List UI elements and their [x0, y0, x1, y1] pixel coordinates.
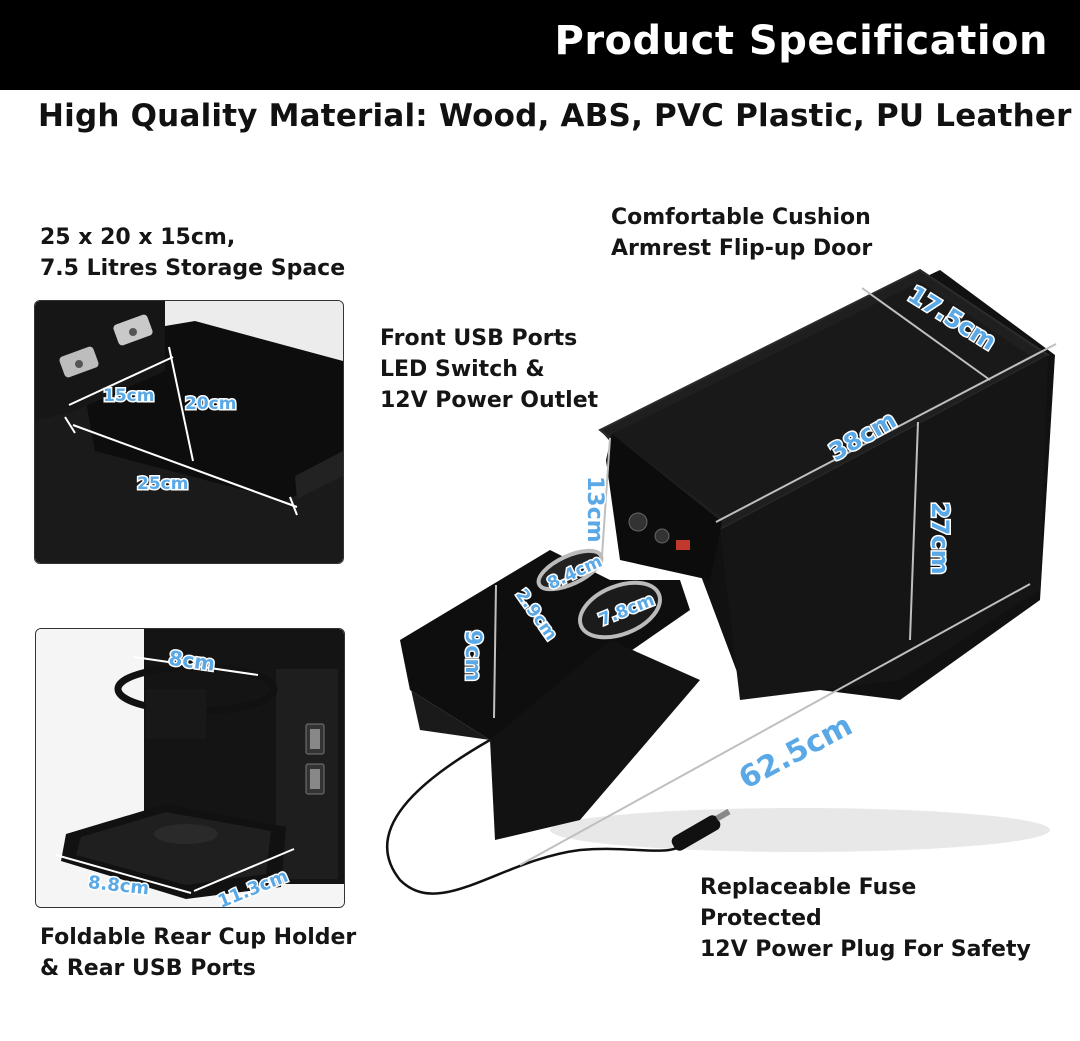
rear-caption: Foldable Rear Cup Holder & Rear USB Port… — [40, 922, 356, 984]
dim-storage-height: 20cm — [185, 394, 236, 414]
front-ports-icon — [628, 512, 690, 550]
dim-height: 27cm — [926, 502, 954, 575]
usb-port-icon — [305, 723, 325, 795]
fuse-caption-line-1: Replaceable Fuse — [700, 875, 917, 900]
storage-photo-panel: 15cm 20cm 25cm — [34, 300, 344, 564]
front-ports-caption-line-3: 12V Power Outlet — [380, 388, 599, 413]
fuse-caption-line-3: 12V Power Plug For Safety — [700, 937, 1031, 962]
front-ports-caption-line-1: Front USB Ports — [380, 326, 578, 351]
front-ports-caption-line-2: LED Switch & — [380, 357, 545, 382]
fuse-caption-line-2: Protected — [700, 906, 822, 931]
cushion-caption-line-2: Armrest Flip-up Door — [611, 236, 873, 261]
header-bar: Product Specification — [0, 0, 1080, 90]
hinge-icon — [59, 314, 153, 378]
cup-holder-icon — [536, 548, 662, 640]
console-illustration: 17.5cm 38cm 27cm 13cm 8.4cm 7.8cm 2.9cm … — [386, 268, 1057, 895]
rear-photo: 8cm 8.8cm 11.3cm — [36, 629, 344, 907]
power-plug-icon — [671, 808, 731, 851]
rear-photo-panel: 8cm 8.8cm 11.3cm — [35, 628, 345, 908]
storage-caption-line-1: 25 x 20 x 15cm, — [40, 225, 236, 250]
storage-caption-line-2: 7.5 Litres Storage Space — [40, 256, 346, 281]
storage-photo: 15cm 20cm 25cm — [35, 301, 343, 563]
dim-storage-width: 25cm — [137, 474, 188, 494]
front-ports-caption: Front USB Ports LED Switch & 12V Power O… — [380, 323, 598, 416]
cushion-caption: Comfortable Cushion Armrest Flip-up Door — [611, 202, 872, 264]
fuse-caption: Replaceable Fuse Protected 12V Power Plu… — [700, 872, 1031, 965]
dim-overall-length: 62.5cm — [733, 708, 858, 797]
rear-caption-line-1: Foldable Rear Cup Holder — [40, 925, 357, 950]
dim-storage-depth: 15cm — [103, 386, 154, 406]
dim-front-height: 13cm — [582, 476, 607, 543]
page-title: Product Specification — [554, 18, 1048, 64]
storage-caption: 25 x 20 x 15cm, 7.5 Litres Storage Space — [40, 222, 345, 284]
rear-caption-line-2: & Rear USB Ports — [40, 956, 256, 981]
material-line: High Quality Material: Wood, ABS, PVC Pl… — [38, 98, 1072, 134]
cushion-caption-line-1: Comfortable Cushion — [611, 205, 871, 230]
dim-tray-height: 9cm — [460, 630, 485, 681]
